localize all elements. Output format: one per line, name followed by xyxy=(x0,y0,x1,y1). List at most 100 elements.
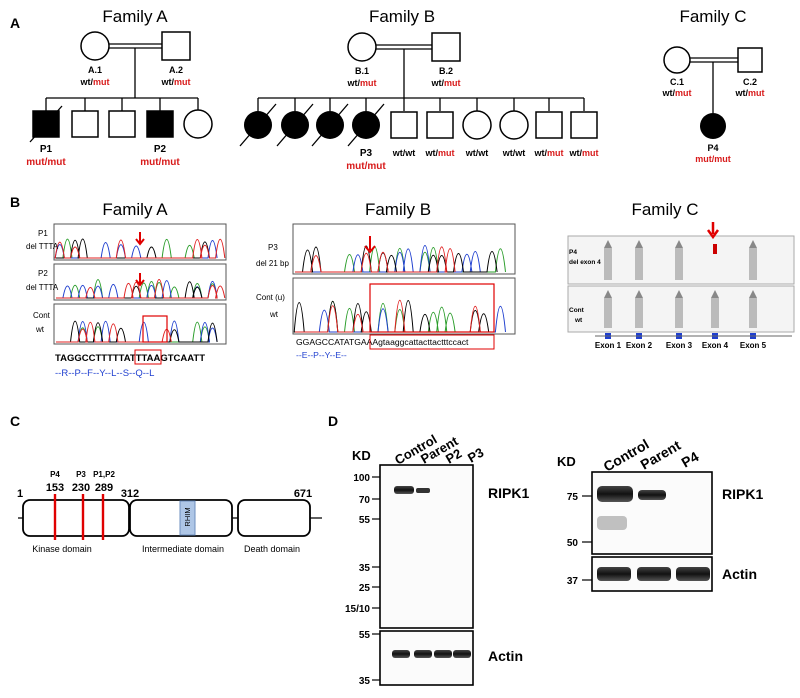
domain-diagram: RHIM P4 153 P3 230 P1,P2 289 1 312 671 K… xyxy=(17,470,322,554)
coverage-peak xyxy=(749,240,757,248)
trace-peak xyxy=(295,246,456,273)
parent-c2-genotype: wt/mut xyxy=(735,88,765,98)
trace-label: Cont xyxy=(569,307,585,314)
parent-c1-symbol xyxy=(663,46,691,74)
parent-c1-id: C.1 xyxy=(670,77,684,87)
coverage-peak xyxy=(675,240,683,248)
coverage-peak xyxy=(749,290,757,298)
family-c-title: Family C xyxy=(679,7,746,26)
mutation-arrow xyxy=(364,236,376,254)
chromatogram-family-a: Family A P1 del TTTA P2 del TTTA Cont wt… xyxy=(26,200,227,379)
p2-label: P2 xyxy=(154,144,167,155)
sibling-genotype: wt/mut xyxy=(534,148,564,158)
sibling-genotype: wt/wt xyxy=(502,148,526,158)
parent-c2-symbol xyxy=(737,47,763,73)
kd-marker: 100 xyxy=(353,473,370,484)
sibling-genotype: wt/wt xyxy=(465,148,489,158)
kd-label: KD xyxy=(352,448,371,463)
actin-band xyxy=(392,650,410,658)
mutation-arrow xyxy=(135,273,145,287)
sibling-genotype: wt/mut xyxy=(569,148,599,158)
coverage-peak xyxy=(604,290,612,298)
parent-b1-symbol xyxy=(347,32,377,62)
panel-label-d: D xyxy=(328,413,338,429)
kd-marker: 35 xyxy=(359,563,371,574)
p3-label: P3 xyxy=(360,148,373,159)
ripk1-band xyxy=(597,486,633,502)
sibling-female-symbol xyxy=(183,109,213,139)
kd-marker: 75 xyxy=(567,492,579,503)
p3-genotype: mut/mut xyxy=(346,161,386,172)
actin-band xyxy=(597,567,631,581)
mutation-arrow xyxy=(135,232,145,246)
deletion-box xyxy=(134,349,162,365)
exon-label: Exon 3 xyxy=(666,341,693,350)
actin-band xyxy=(453,650,471,658)
read-pile xyxy=(604,298,612,328)
coverage-peak xyxy=(635,240,643,248)
seq-b-title: Family B xyxy=(365,200,431,219)
kd-marker: 15/10 xyxy=(345,604,370,615)
trace-peak xyxy=(54,238,226,259)
exon-label: Exon 1 xyxy=(595,341,622,350)
lane-label: P2 xyxy=(443,446,464,467)
ripk1-band xyxy=(416,488,430,493)
kinase-label: Kinase domain xyxy=(32,544,92,554)
panel-label-c: C xyxy=(10,413,20,429)
lane-label: P4 xyxy=(679,448,702,471)
trace-desc: wt xyxy=(35,325,45,334)
parent-c2-id: C.2 xyxy=(743,77,757,87)
coverage-peak xyxy=(635,290,643,298)
parent-b2-id: B.2 xyxy=(439,66,453,76)
read-pile xyxy=(635,298,643,328)
pedigree-family-a: Family A A.1 wt/mut A.2 wt/mut P1 mut/mu… xyxy=(26,7,213,168)
sibling-female-symbol xyxy=(499,110,529,140)
read-pile xyxy=(635,248,643,280)
kd-marker: 37 xyxy=(567,576,579,587)
parent-b1-genotype: wt/mut xyxy=(347,78,377,88)
sibling-male-symbol xyxy=(535,111,563,139)
lane-label: P3 xyxy=(465,445,486,466)
sibling-male-symbol xyxy=(71,110,99,138)
read-pile xyxy=(604,248,612,280)
parent-a1-symbol xyxy=(80,31,110,61)
trace-label: P1 xyxy=(38,229,48,238)
domain-start: 1 xyxy=(17,488,23,500)
kd-marker: 55 xyxy=(359,630,371,641)
loading-label: Actin xyxy=(722,566,757,582)
trace-label: Cont (u) xyxy=(256,293,285,302)
exon-label: Exon 2 xyxy=(626,341,653,350)
p4-label: P4 xyxy=(707,143,718,153)
trace-desc: del TTTA xyxy=(26,283,59,292)
igv-family-c: Family C P4 del exon 4 Cont wt Exon 1 Ex… xyxy=(567,200,795,350)
parent-b1-id: B.1 xyxy=(355,66,369,76)
rhim-label: RHIM xyxy=(183,507,192,526)
read-pile xyxy=(713,244,717,254)
intermediate-label: Intermediate domain xyxy=(142,544,224,554)
dna-sequence: TAGGCCTTTTTATTTAAGTCAATT xyxy=(55,353,205,364)
deletion-box xyxy=(369,283,495,333)
mutation-arrow xyxy=(706,222,720,240)
domain-boundary: 312 xyxy=(121,488,139,500)
p2-genotype: mut/mut xyxy=(140,157,180,168)
rhim-motif xyxy=(179,500,196,536)
site-position: 289 xyxy=(95,482,113,494)
aa-sequence: --R--P--F--Y--L--S--Q--L xyxy=(55,368,154,379)
parent-a1-id: A.1 xyxy=(88,65,102,75)
domain-end: 671 xyxy=(294,488,312,500)
trace-peak xyxy=(56,278,226,299)
deletion-box xyxy=(369,334,495,350)
kd-label: KD xyxy=(557,454,576,469)
actin-band xyxy=(637,567,671,581)
parent-b2-genotype: wt/mut xyxy=(431,78,461,88)
trace-desc: del 21 bp xyxy=(256,259,289,268)
panel-label-a: A xyxy=(10,15,20,31)
site-patient: P4 xyxy=(50,470,60,479)
death-label: Death domain xyxy=(244,544,300,554)
western-blot-left: KD Control Parent P2 P3 100 70 55 35 25 … xyxy=(345,431,529,687)
actin-band xyxy=(414,650,432,658)
p2-affected-male-symbol xyxy=(146,110,174,138)
sibling-genotype: wt/mut xyxy=(425,148,455,158)
kd-marker: 25 xyxy=(359,583,371,594)
